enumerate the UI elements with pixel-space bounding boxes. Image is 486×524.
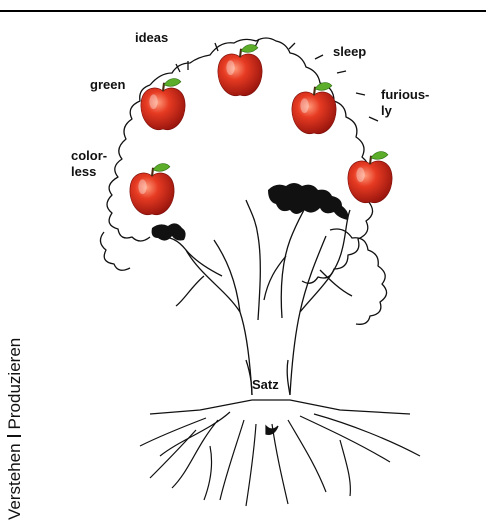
side-caption: Verstehen Produzieren: [5, 338, 25, 520]
word-green: green: [90, 77, 125, 93]
tree-trunk: [160, 200, 352, 395]
apple-ideas: [218, 45, 262, 96]
tree-roots: [140, 400, 420, 506]
trunk-label: Satz: [252, 377, 279, 393]
tree-dark-foliage: [152, 183, 349, 241]
side-right-text: Produzieren: [5, 338, 24, 430]
word-ideas: ideas: [135, 30, 168, 46]
word-sleep: sleep: [333, 44, 366, 60]
apple-sleep: [292, 83, 336, 134]
apple-furiously: [348, 152, 392, 203]
apple-colorless: [130, 164, 174, 215]
side-left-text: Verstehen: [5, 443, 24, 520]
word-colorless: color- less: [71, 148, 107, 180]
side-separator: [7, 435, 21, 437]
word-furiously: furious- ly: [381, 87, 429, 119]
